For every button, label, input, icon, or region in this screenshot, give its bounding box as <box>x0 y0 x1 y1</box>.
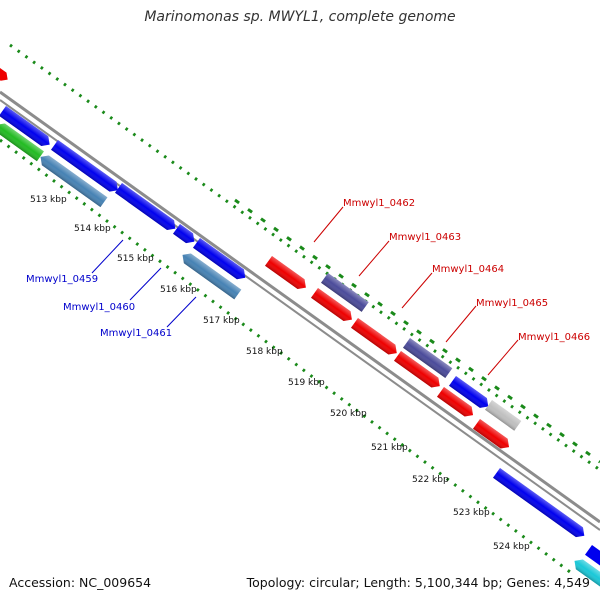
gene-arrow <box>585 545 600 567</box>
tick-label: 516 kbp <box>160 285 197 295</box>
gene-label: Mmwyl1_0464 <box>432 264 504 275</box>
tick-label: 514 kbp <box>74 224 111 234</box>
tick-label: 517 kbp <box>203 316 240 326</box>
accession-text: Accession: NC_009654 <box>9 575 152 590</box>
gene-label: Mmwyl1_0462 <box>343 198 415 209</box>
tick-label: 513 kbp <box>30 195 67 205</box>
gene-labels-left: Mmwyl1_0459 Mmwyl1_0460 Mmwyl1_0461 <box>26 274 172 339</box>
tick-label: 515 kbp <box>117 254 154 264</box>
gene-label: Mmwyl1_0459 <box>26 274 98 285</box>
tick-label: 522 kbp <box>412 475 449 485</box>
map-title: Marinomonas sp. MWYL1, complete genome <box>144 9 456 25</box>
topology-summary: Topology: circular; Length: 5,100,344 bp… <box>246 575 590 590</box>
gene-label: Mmwyl1_0461 <box>100 328 172 339</box>
tick-label: 523 kbp <box>453 508 490 518</box>
gene-label: Mmwyl1_0466 <box>518 332 590 343</box>
tick-label: 520 kbp <box>330 409 367 419</box>
gene-label: Mmwyl1_0463 <box>389 232 461 243</box>
leader-lines-left <box>91 239 197 328</box>
gene-label: Mmwyl1_0465 <box>476 298 548 309</box>
tick-label: 524 kbp <box>493 542 530 552</box>
outer-dotted-track <box>9 43 600 472</box>
gene-label: Mmwyl1_0460 <box>63 302 135 313</box>
outer-dash-marks <box>234 198 600 464</box>
tick-label: 518 kbp <box>246 347 283 357</box>
gene-features <box>0 68 600 587</box>
gene-labels-right: Mmwyl1_0462 Mmwyl1_0463 Mmwyl1_0464 Mmwy… <box>343 198 590 343</box>
tick-group: 513 kbp 514 kbp 515 kbp 516 kbp 517 kbp … <box>30 195 530 552</box>
gene-arrow <box>0 68 8 81</box>
tick-label: 521 kbp <box>371 443 408 453</box>
leader-lines-right <box>313 206 519 376</box>
tick-label: 519 kbp <box>288 378 325 388</box>
